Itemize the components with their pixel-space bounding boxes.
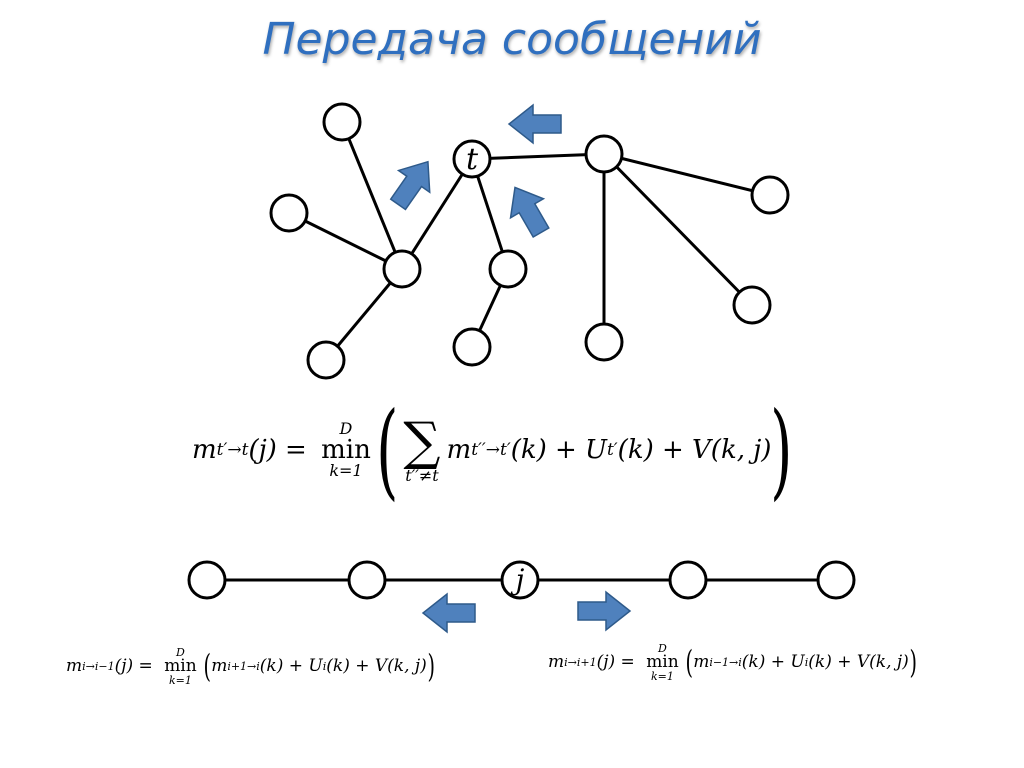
formula-term1-sub: i−1→i [709, 655, 742, 669]
tree-node [452, 327, 492, 367]
tree-edge [324, 268, 404, 361]
chain-node-j [500, 560, 540, 600]
close-paren: ) [909, 643, 917, 681]
formula-term2-sub: i [322, 659, 327, 673]
tree-node [269, 193, 309, 233]
arrow-chain-left [421, 592, 476, 634]
formula-term2-sub: t′ [606, 440, 618, 460]
min-upper: D [339, 419, 353, 438]
tree-edge [340, 121, 404, 270]
min-lower: k=1 [329, 461, 363, 480]
formula-lhs-sub: i→i−1 [82, 659, 115, 673]
chain-node [187, 560, 227, 600]
tree-edge [603, 152, 771, 197]
formula-term1-arg: (k) + U [741, 652, 805, 672]
arrow-into-t-from-below [509, 186, 550, 239]
min-upper: D [658, 641, 667, 655]
formula-lhs-sub: t′→t [216, 440, 249, 460]
tree-edge [400, 158, 474, 270]
arrow-into-t-from-right [507, 103, 562, 145]
formula-tail: (k) + V(k, j) [326, 656, 427, 676]
open-paren: ( [203, 647, 211, 685]
slide-title: Передача сообщений [262, 14, 762, 65]
formula-lhs: m [66, 656, 83, 676]
tree-node [584, 134, 624, 174]
min-symbol: min [164, 655, 197, 676]
formula-term1: m [446, 435, 472, 465]
formula-term2-sub: i [804, 655, 809, 669]
tree-node [488, 249, 528, 289]
arrow-into-t-from-left [389, 160, 431, 211]
chain-node [347, 560, 387, 600]
formula-tail: (k) + V(k, j) [808, 652, 909, 672]
sum-operator: ∑ t′′≠t [403, 416, 440, 484]
tree-root-node [452, 139, 492, 179]
min-lower: k=1 [651, 669, 674, 683]
close-paren: ) [770, 389, 793, 511]
sum-symbol: ∑ [403, 412, 441, 472]
min-upper: D [176, 645, 185, 659]
tree-node [750, 175, 790, 215]
formula-lhs: m [192, 435, 217, 465]
formula-tail: (k) + V(k, j) [617, 435, 772, 465]
close-paren: ) [427, 647, 435, 685]
tree-node [584, 322, 624, 362]
min-operator: D min k=1 [321, 421, 371, 479]
tree-edge [288, 211, 403, 271]
arrow-chain-right [577, 590, 632, 632]
min-lower: k=1 [169, 673, 192, 687]
tree-edge [471, 152, 605, 161]
tree-node [382, 249, 422, 289]
sum-lower: t′′≠t [405, 466, 439, 485]
tree-node [322, 102, 362, 142]
open-paren: ( [375, 389, 399, 511]
min-operator: D min k=1 [164, 647, 197, 686]
min-operator: D min k=1 [646, 643, 679, 682]
min-symbol: min [646, 651, 679, 672]
formula-term1-arg: (k) + U [510, 435, 607, 465]
formula-lhs-sub: i→i+1 [564, 655, 597, 669]
chain-node [668, 560, 708, 600]
tree-node [732, 285, 772, 325]
tree-node [306, 340, 346, 380]
tree-edge [602, 152, 754, 307]
formula-term1-sub: t′′→t′ [471, 440, 511, 460]
formula-lhs: m [548, 652, 565, 672]
formula-arg: (j) = [114, 656, 159, 676]
min-symbol: min [321, 435, 371, 465]
open-paren: ( [685, 643, 693, 681]
chain-node [816, 560, 856, 600]
tree-root-label: t [466, 142, 479, 177]
formula-term1-sub: i+1→i [227, 659, 260, 673]
formula-term1: m [211, 656, 228, 676]
formula-arg: (j) = [248, 435, 316, 465]
formula-term1-arg: (k) + U [259, 656, 323, 676]
formula-term1: m [693, 652, 710, 672]
formula-arg: (j) = [596, 652, 641, 672]
